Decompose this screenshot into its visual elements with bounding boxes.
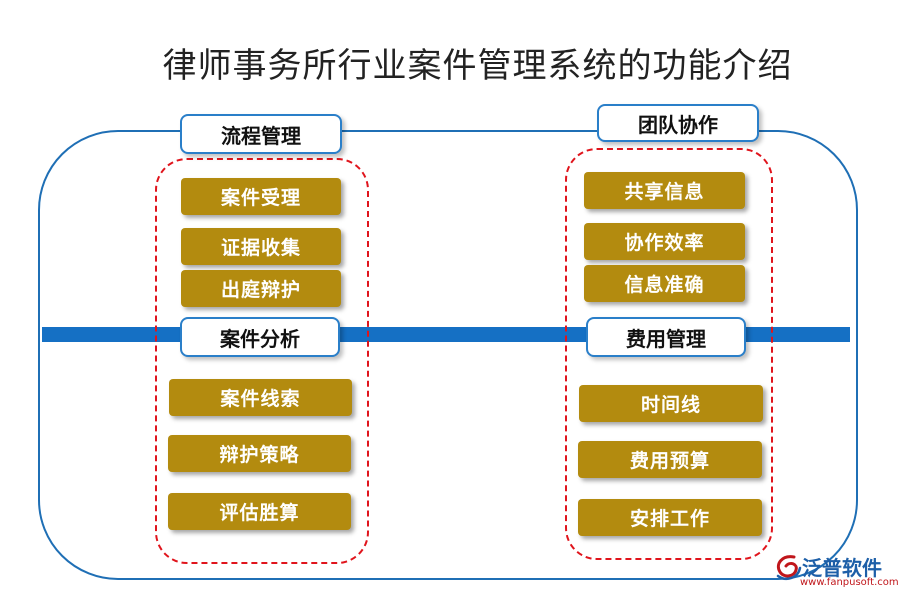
item-timeline: 时间线 (579, 385, 763, 422)
item-arrange-work: 安排工作 (578, 499, 762, 536)
brand-logo: 泛普软件 www.fanpusoft.com (772, 548, 899, 594)
item-case-intake: 案件受理 (181, 178, 341, 215)
group-label-case-analysis: 案件分析 (180, 317, 340, 357)
item-info-accuracy: 信息准确 (584, 265, 745, 302)
item-court-defense: 出庭辩护 (181, 270, 341, 307)
item-case-clues: 案件线索 (169, 379, 352, 416)
page-title: 律师事务所行业案件管理系统的功能介绍 (162, 46, 793, 86)
outer-frame (38, 130, 858, 580)
logo-url: www.fanpusoft.com (800, 577, 899, 588)
left-dashed-frame (155, 158, 369, 564)
logo-name: 泛普软件 (802, 556, 882, 580)
item-share-info: 共享信息 (584, 172, 745, 209)
item-collab-efficiency: 协作效率 (584, 223, 745, 260)
logo-swirl-icon (776, 555, 802, 580)
group-label-cost-mgmt: 费用管理 (586, 317, 746, 357)
item-win-assessment: 评估胜算 (168, 493, 351, 530)
item-evidence-collection: 证据收集 (181, 228, 341, 265)
item-cost-budget: 费用预算 (578, 441, 762, 478)
group-label-team-collab: 团队协作 (597, 104, 759, 142)
item-defense-strategy: 辩护策略 (168, 435, 351, 472)
right-dashed-frame (565, 148, 773, 560)
group-label-process: 流程管理 (180, 114, 342, 154)
